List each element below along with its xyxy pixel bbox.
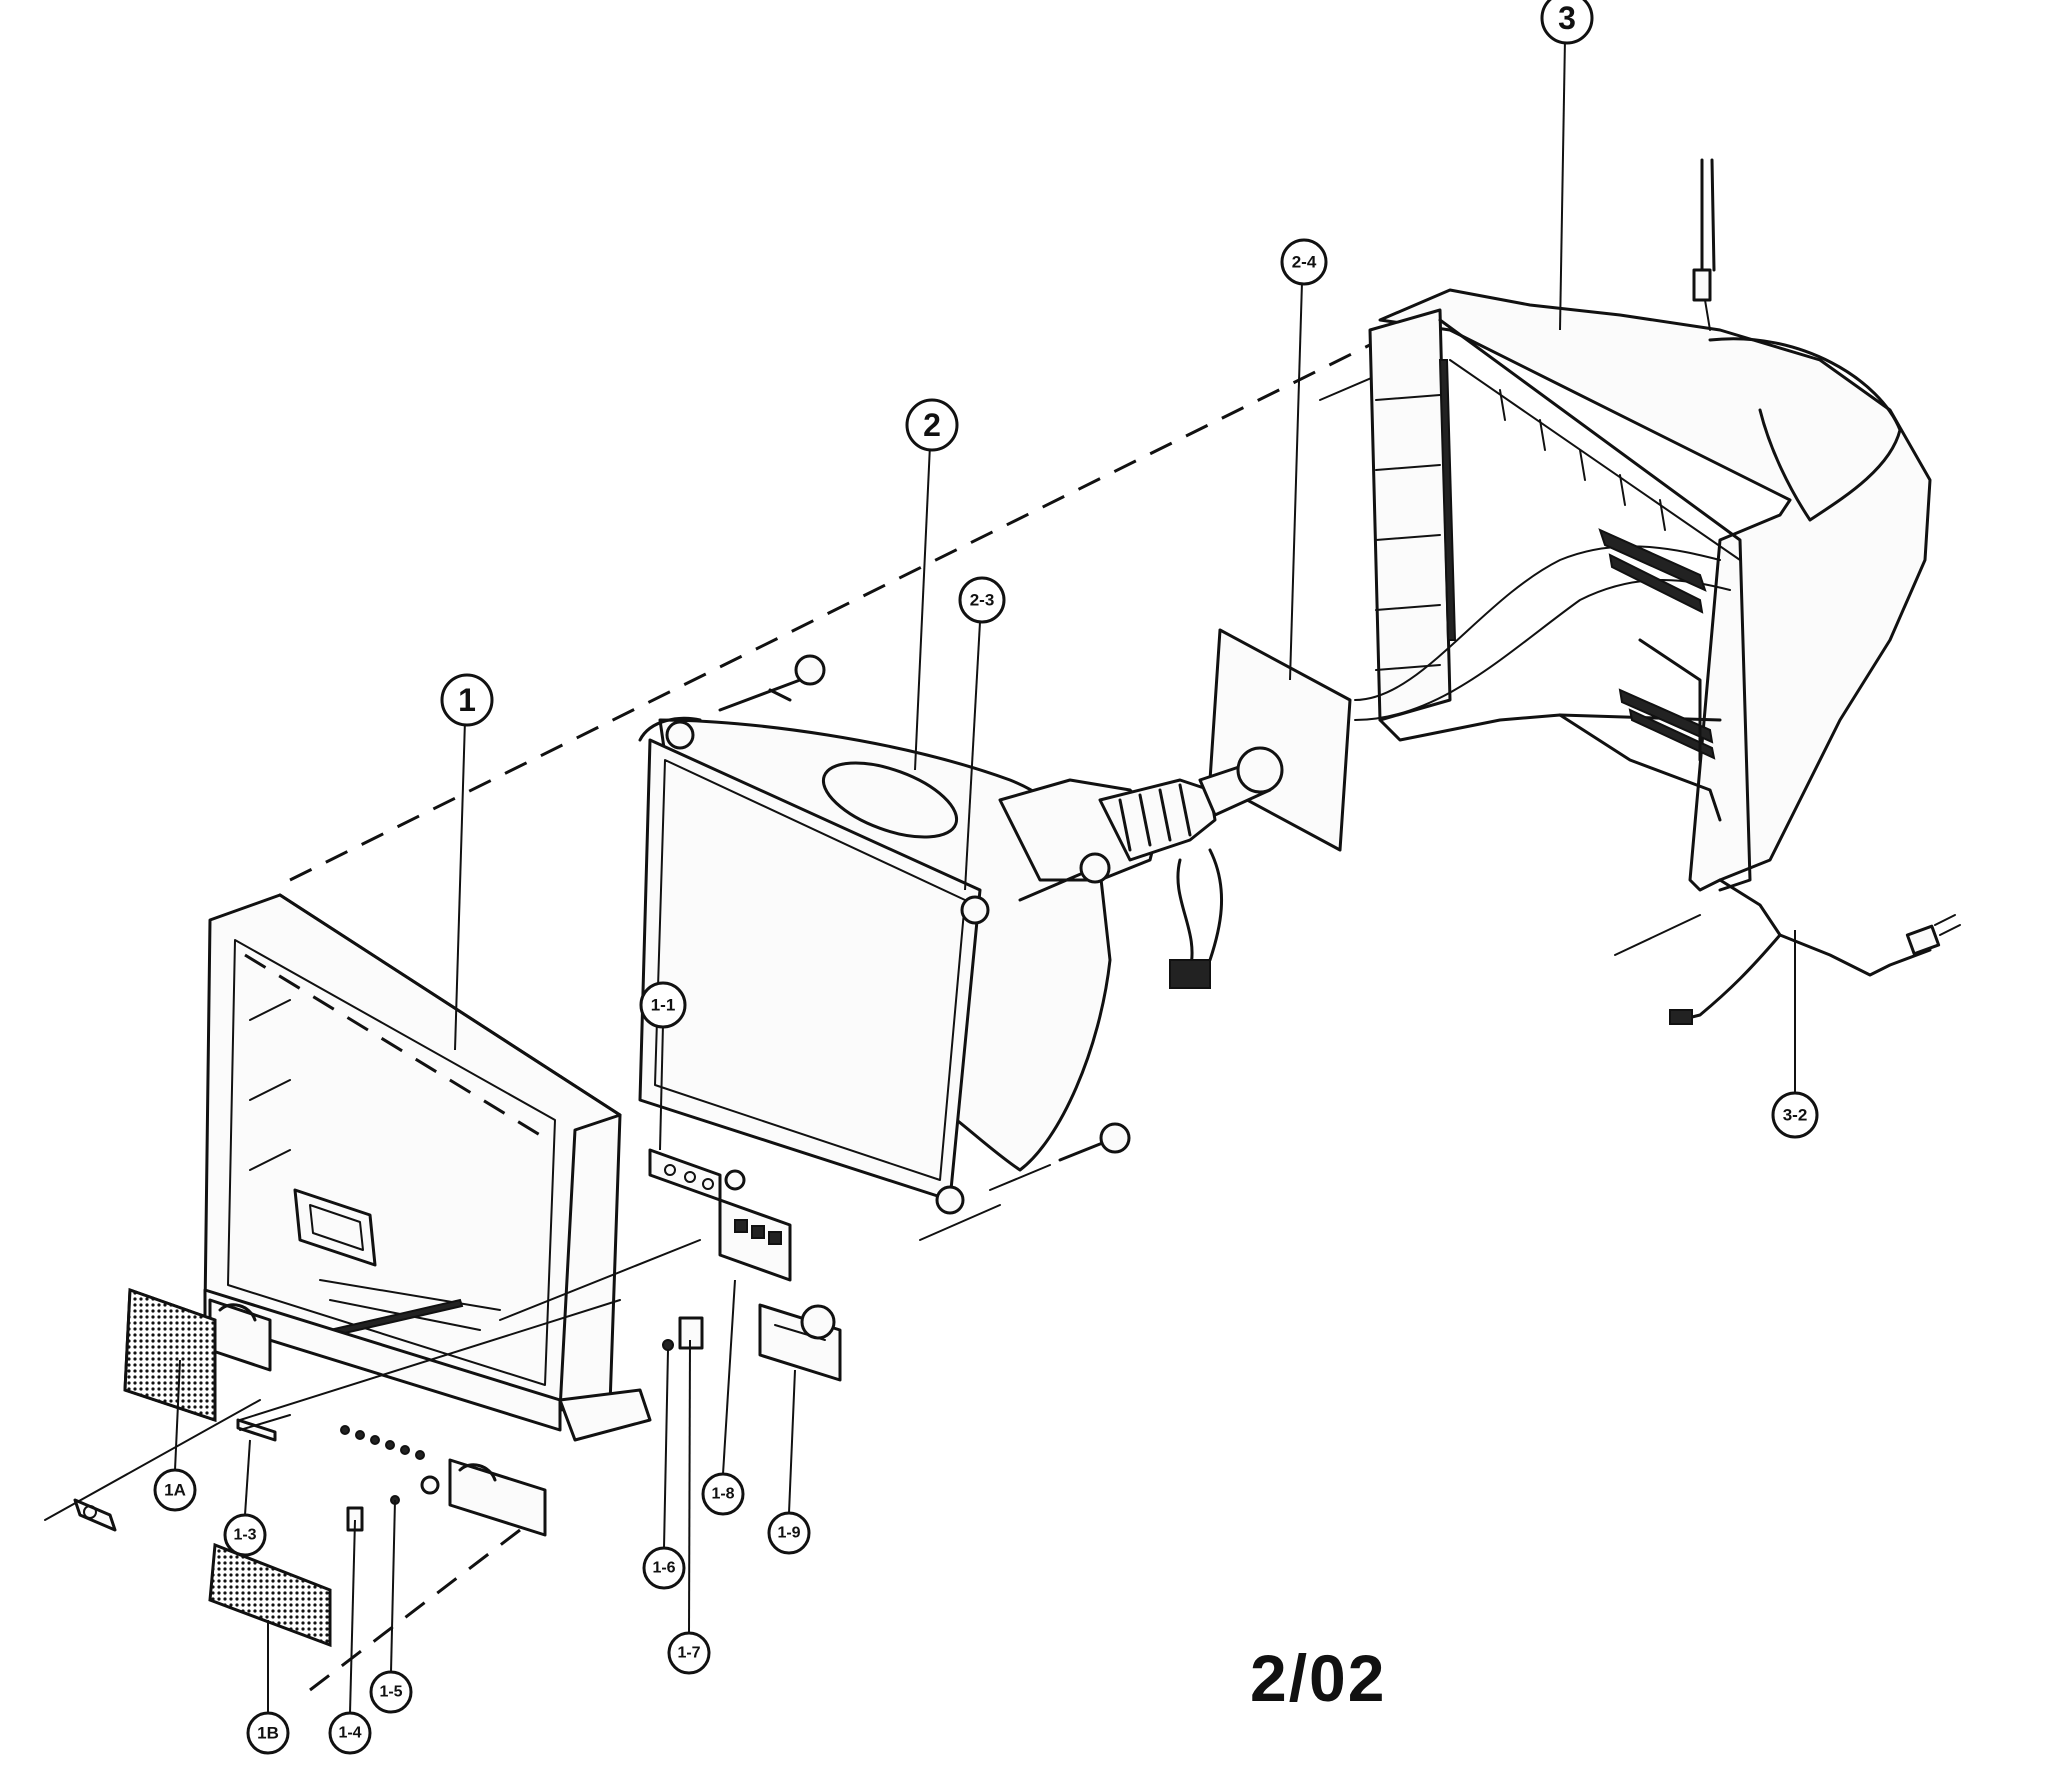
svg-text:1A: 1A <box>164 1481 186 1500</box>
callout-1-4: 1-4 <box>328 1711 372 1755</box>
callout-1-9: 1-9 <box>767 1511 811 1555</box>
callout-2-3: 2-3 <box>958 576 1006 624</box>
svg-text:2: 2 <box>923 407 941 443</box>
svg-text:1-6: 1-6 <box>652 1560 675 1577</box>
svg-text:1-5: 1-5 <box>379 1684 402 1701</box>
svg-text:1-1: 1-1 <box>651 996 676 1015</box>
callout-1B: 1B <box>246 1711 290 1755</box>
callout-1: 1 <box>440 673 494 727</box>
callout-1-8: 1-8 <box>701 1472 745 1516</box>
svg-text:1B: 1B <box>257 1724 279 1743</box>
callout-3-2: 3-2 <box>1771 1091 1819 1139</box>
page-number-label: 2/02 <box>1250 1641 1387 1715</box>
svg-text:1-4: 1-4 <box>338 1725 361 1742</box>
callout-1-7: 1-7 <box>667 1631 711 1675</box>
svg-text:2-3: 2-3 <box>970 591 995 610</box>
svg-text:1-8: 1-8 <box>711 1486 734 1503</box>
callout-3: 3 <box>1540 0 1594 45</box>
callout-2: 2 <box>905 398 959 452</box>
callout-1A: 1A <box>153 1468 197 1512</box>
front-cabinet <box>203 893 701 1537</box>
callout-1-6: 1-6 <box>642 1546 686 1590</box>
callout-1-1: 1-1 <box>639 981 687 1029</box>
small-parts <box>73 1148 842 1648</box>
svg-text:1-9: 1-9 <box>777 1525 800 1542</box>
neck-board <box>1208 628 1352 852</box>
svg-text:2-4: 2-4 <box>1292 253 1317 272</box>
rear-cabinet <box>1354 158 1961 1025</box>
picture-tube <box>638 654 1284 1215</box>
svg-text:1-7: 1-7 <box>677 1645 700 1662</box>
callout-1-5: 1-5 <box>369 1670 413 1714</box>
svg-text:3-2: 3-2 <box>1783 1106 1808 1125</box>
svg-text:3: 3 <box>1558 0 1576 36</box>
callout-2-4: 2-4 <box>1280 238 1328 286</box>
leader-lines <box>174 37 1796 1714</box>
front-buttons-row <box>340 1425 425 1460</box>
svg-text:1: 1 <box>458 682 476 718</box>
svg-text:1-3: 1-3 <box>233 1527 256 1544</box>
callout-1-3: 1-3 <box>223 1513 267 1557</box>
